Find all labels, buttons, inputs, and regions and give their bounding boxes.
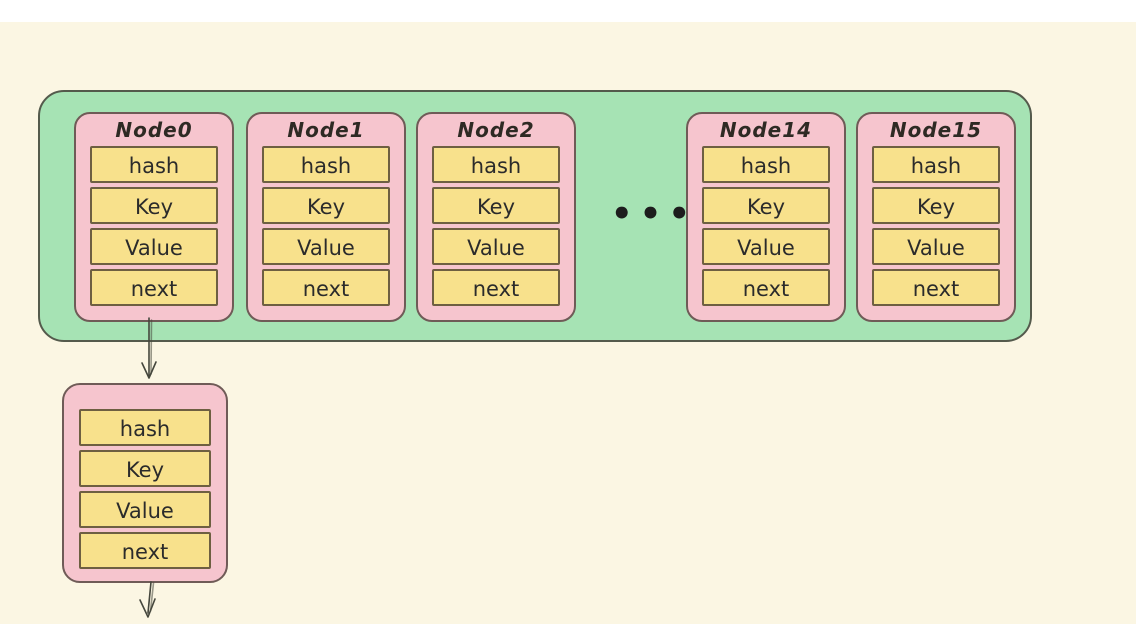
field-value: Value xyxy=(702,228,830,265)
node-fields: hash Key Value next xyxy=(858,146,1014,306)
field-key: Key xyxy=(90,187,218,224)
node-card-node2: Node2 hash Key Value next xyxy=(416,112,576,322)
node-title: Node2 xyxy=(457,118,535,142)
field-next: next xyxy=(702,269,830,306)
node-title: Node1 xyxy=(287,118,365,142)
field-next: next xyxy=(90,269,218,306)
field-next: next xyxy=(262,269,390,306)
field-hash: hash xyxy=(432,146,560,183)
node-fields: hash Key Value next xyxy=(64,409,226,569)
field-value: Value xyxy=(90,228,218,265)
field-next: next xyxy=(872,269,1000,306)
field-hash: hash xyxy=(79,409,211,446)
node-fields: hash Key Value next xyxy=(418,146,574,306)
field-value: Value xyxy=(79,491,211,528)
field-hash: hash xyxy=(872,146,1000,183)
field-hash: hash xyxy=(702,146,830,183)
field-hash: hash xyxy=(262,146,390,183)
node-fields: hash Key Value next xyxy=(248,146,404,306)
diagram-canvas: Node0 hash Key Value next Node1 hash Key… xyxy=(0,22,1136,624)
node-fields: hash Key Value next xyxy=(76,146,232,306)
node-title: Node14 xyxy=(719,118,813,142)
chained-node-card: hash Key Value next xyxy=(62,383,228,583)
node-fields: hash Key Value next xyxy=(688,146,844,306)
field-value: Value xyxy=(262,228,390,265)
bucket-array-container: Node0 hash Key Value next Node1 hash Key… xyxy=(38,90,1032,342)
node-card-node14: Node14 hash Key Value next xyxy=(686,112,846,322)
field-key: Key xyxy=(79,450,211,487)
field-next: next xyxy=(432,269,560,306)
field-next: next xyxy=(79,532,211,569)
field-hash: hash xyxy=(90,146,218,183)
node-card-node1: Node1 hash Key Value next xyxy=(246,112,406,322)
field-value: Value xyxy=(872,228,1000,265)
node-title: Node15 xyxy=(889,118,983,142)
node-card-node15: Node15 hash Key Value next xyxy=(856,112,1016,322)
ellipsis-dots: ••• xyxy=(610,194,698,234)
field-key: Key xyxy=(872,187,1000,224)
field-key: Key xyxy=(702,187,830,224)
field-key: Key xyxy=(432,187,560,224)
node-card-node0: Node0 hash Key Value next xyxy=(74,112,234,322)
field-value: Value xyxy=(432,228,560,265)
node-title: Node0 xyxy=(115,118,193,142)
field-key: Key xyxy=(262,187,390,224)
